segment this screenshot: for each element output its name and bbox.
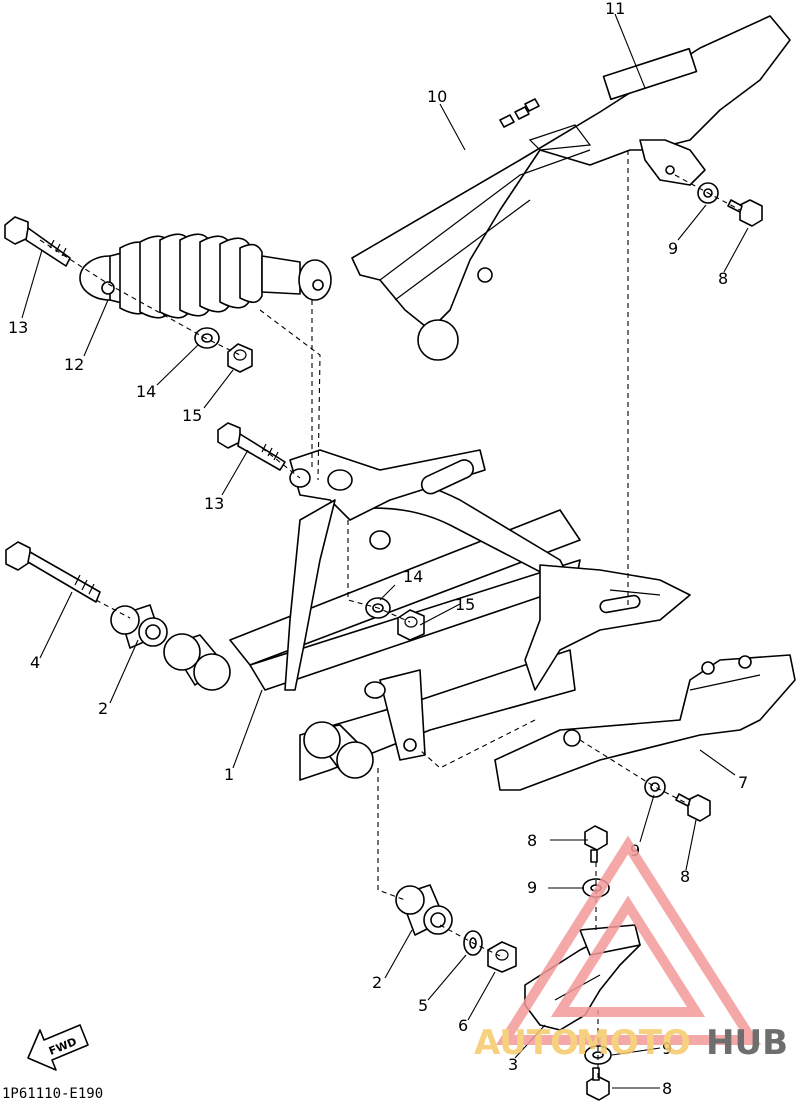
swingarm-part	[229, 449, 691, 781]
callout-11: 11	[605, 0, 625, 18]
callout-2: 2	[98, 699, 108, 718]
callout-13: 13	[8, 318, 28, 337]
callout-6: 6	[458, 1016, 468, 1035]
callout-5: 5	[418, 996, 428, 1015]
callout-15: 15	[182, 406, 202, 425]
callout-15-lower: 15	[455, 595, 475, 614]
rear-shock-absorber-part	[79, 233, 332, 319]
chain-guard-part	[351, 15, 791, 361]
leader-lines	[21, 13, 749, 1089]
shock-spring	[119, 233, 263, 319]
callout-9: 9	[668, 239, 678, 258]
watermark-logo: AUTO MOTO HUB	[474, 835, 788, 1063]
nut-lower	[397, 609, 425, 641]
nut-part-6	[487, 941, 517, 973]
callout-3: 3	[508, 1055, 518, 1074]
diagram-code: 1P61110-E190	[2, 1086, 103, 1102]
shock-bolt-upper	[4, 216, 71, 267]
chain-slider-part	[494, 654, 796, 791]
callout-labels: 11 10 9 8 13 12 14 15 13 14 15 4 2 1 7 9…	[8, 0, 748, 1098]
washer-upper	[194, 327, 220, 349]
pivot-collar	[163, 633, 231, 691]
callout-8: 8	[718, 269, 728, 288]
assembly-lines	[39, 150, 741, 1078]
pivot-bolt-part	[5, 541, 101, 603]
callout-9-bottom: 9	[662, 1039, 672, 1058]
bolt-guide-bottom	[586, 1067, 610, 1101]
watermark-moto: MOTO	[576, 1023, 691, 1063]
callout-8-slider: 8	[680, 867, 690, 886]
callout-8-guide: 8	[527, 831, 537, 850]
callout-14-lower: 14	[403, 567, 423, 586]
callout-4: 4	[30, 653, 40, 672]
callout-8-bottom: 8	[662, 1079, 672, 1098]
shock-bolt-lower	[217, 422, 286, 471]
bolt-guide-top	[584, 825, 608, 863]
bolt-fender	[727, 199, 763, 227]
bolt-slider	[675, 793, 711, 822]
callout-2-rear: 2	[372, 973, 382, 992]
forward-arrow-icon: FWD	[27, 1024, 89, 1071]
pivot-bush-front	[110, 604, 168, 649]
watermark-auto: AUTO	[474, 1023, 579, 1063]
watermark-hub: HUB	[706, 1023, 788, 1063]
pivot-collar-rear	[303, 721, 374, 779]
callout-9-guide: 9	[527, 878, 537, 897]
callout-12: 12	[64, 355, 84, 374]
callout-10: 10	[427, 87, 447, 106]
callout-14: 14	[136, 382, 156, 401]
callout-1: 1	[224, 765, 234, 784]
callout-7: 7	[738, 773, 748, 792]
pivot-bush-rear	[395, 884, 453, 936]
nut-upper	[227, 343, 253, 373]
washer-slider	[644, 776, 666, 798]
callout-13-lower: 13	[204, 494, 224, 513]
